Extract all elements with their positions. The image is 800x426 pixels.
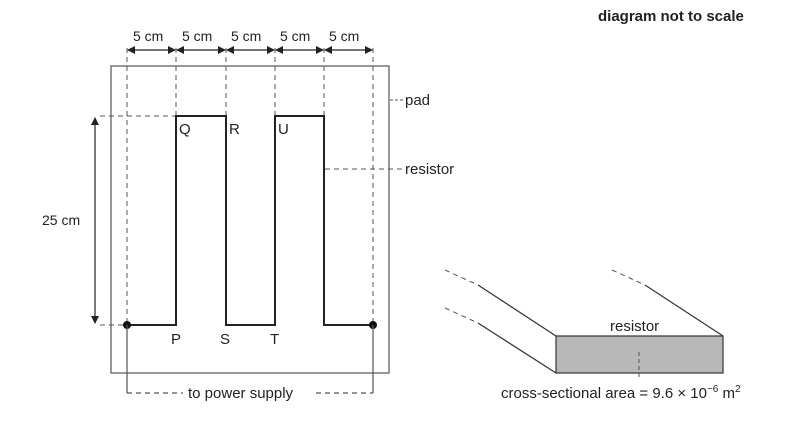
power-supply-label: to power supply (188, 385, 294, 402)
point-label-u: U (278, 121, 289, 138)
width-label-2: 5 cm (182, 28, 212, 44)
point-label-q: Q (179, 121, 191, 138)
pad-outline (110, 65, 390, 374)
point-label-t: T (270, 331, 279, 348)
width-label-3: 5 cm (231, 28, 261, 44)
dimension-guides (100, 48, 374, 326)
width-label-1: 5 cm (133, 28, 163, 44)
cross-section-resistor-label: resistor (610, 318, 659, 335)
resistor-callout-label: resistor (405, 161, 454, 178)
power-supply-leads (126, 325, 374, 394)
pad-callout-label: pad (405, 92, 430, 109)
point-label-s: S (220, 331, 230, 348)
diagram-note: diagram not to scale (598, 8, 744, 25)
point-label-r: R (229, 121, 240, 138)
height-label: 25 cm (42, 212, 80, 228)
cross-section-area-label: cross-sectional area = 9.6 × 10−6 m2 (501, 384, 741, 402)
cross-section-view (444, 269, 724, 380)
width-label-4: 5 cm (280, 28, 310, 44)
point-label-p: P (171, 331, 181, 348)
resistor-track (127, 115, 373, 326)
width-label-5: 5 cm (329, 28, 359, 44)
